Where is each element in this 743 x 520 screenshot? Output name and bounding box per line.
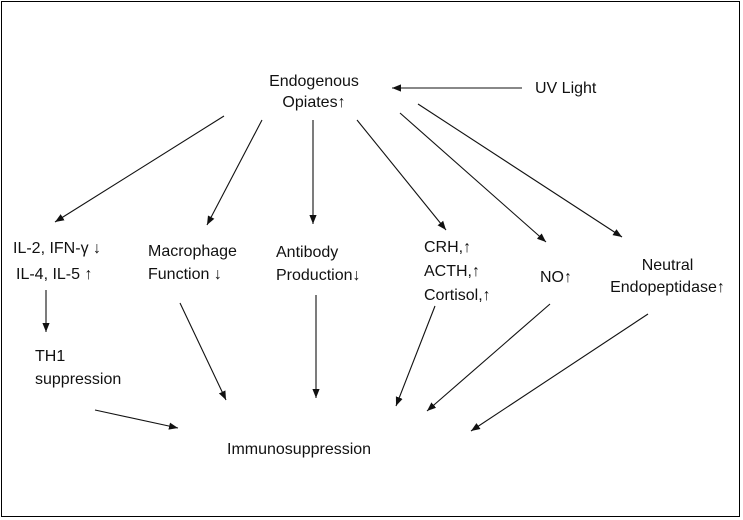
- node-line: IL-4, IL-5 ↑: [16, 266, 93, 283]
- arrow-opiates-to-neutral: [417, 103, 623, 238]
- arrow-opiates-to-il: [54, 115, 225, 223]
- node-line: Production↓: [276, 267, 361, 284]
- arrow-opiates-to-macrophage: [206, 119, 263, 226]
- node-neutral-endopeptidase: Neutral Endopeptidase↑: [605, 255, 730, 299]
- node-line: CRH,↑: [424, 239, 472, 256]
- node-antibody-production: Antibody Production↓: [276, 241, 361, 287]
- node-crh-acth-cortisol: CRH,↑ ACTH,↑ Cortisol,↑: [424, 236, 491, 308]
- node-line: suppression: [35, 371, 122, 388]
- node-macrophage-function: Macrophage Function ↓: [148, 240, 237, 286]
- arrow-neutral-to-immuno: [470, 313, 649, 432]
- node-uv-light: UV Light: [535, 78, 596, 99]
- arrow-opiates-to-no: [399, 112, 547, 243]
- node-no: NO↑: [540, 267, 572, 288]
- arrow-opiates-to-crh: [356, 119, 447, 231]
- arrow-no-to-immuno: [426, 303, 551, 412]
- node-line: Opiates↑: [282, 94, 346, 111]
- node-endogenous-opiates: Endogenous Opiates↑: [258, 71, 370, 113]
- node-line: NO↑: [540, 269, 572, 286]
- node-immunosuppression: Immunosuppression: [227, 439, 371, 460]
- arrow-crh-to-immuno: [395, 305, 436, 407]
- arrow-th1-to-immuno: [94, 409, 179, 430]
- node-line: TH1: [35, 348, 66, 365]
- node-th1-suppression: TH1 suppression: [35, 345, 121, 391]
- node-line: ACTH,↑: [424, 263, 480, 280]
- node-line: Function ↓: [148, 266, 222, 283]
- node-line: Endogenous: [269, 73, 359, 90]
- node-line: IL-2, IFN-γ ↓: [13, 240, 102, 257]
- node-line: Immunosuppression: [227, 441, 372, 458]
- node-line: Antibody: [276, 244, 339, 261]
- node-line: Macrophage: [148, 243, 237, 260]
- node-il-cytokines: IL-2, IFN-γ ↓ IL-4, IL-5 ↑: [13, 236, 101, 288]
- node-line: Endopeptidase↑: [610, 279, 725, 296]
- node-line: Neutral: [641, 257, 694, 274]
- node-line: UV Light: [535, 80, 597, 97]
- arrow-macrophage-to-immuno: [179, 302, 227, 401]
- node-line: Cortisol,↑: [424, 287, 491, 304]
